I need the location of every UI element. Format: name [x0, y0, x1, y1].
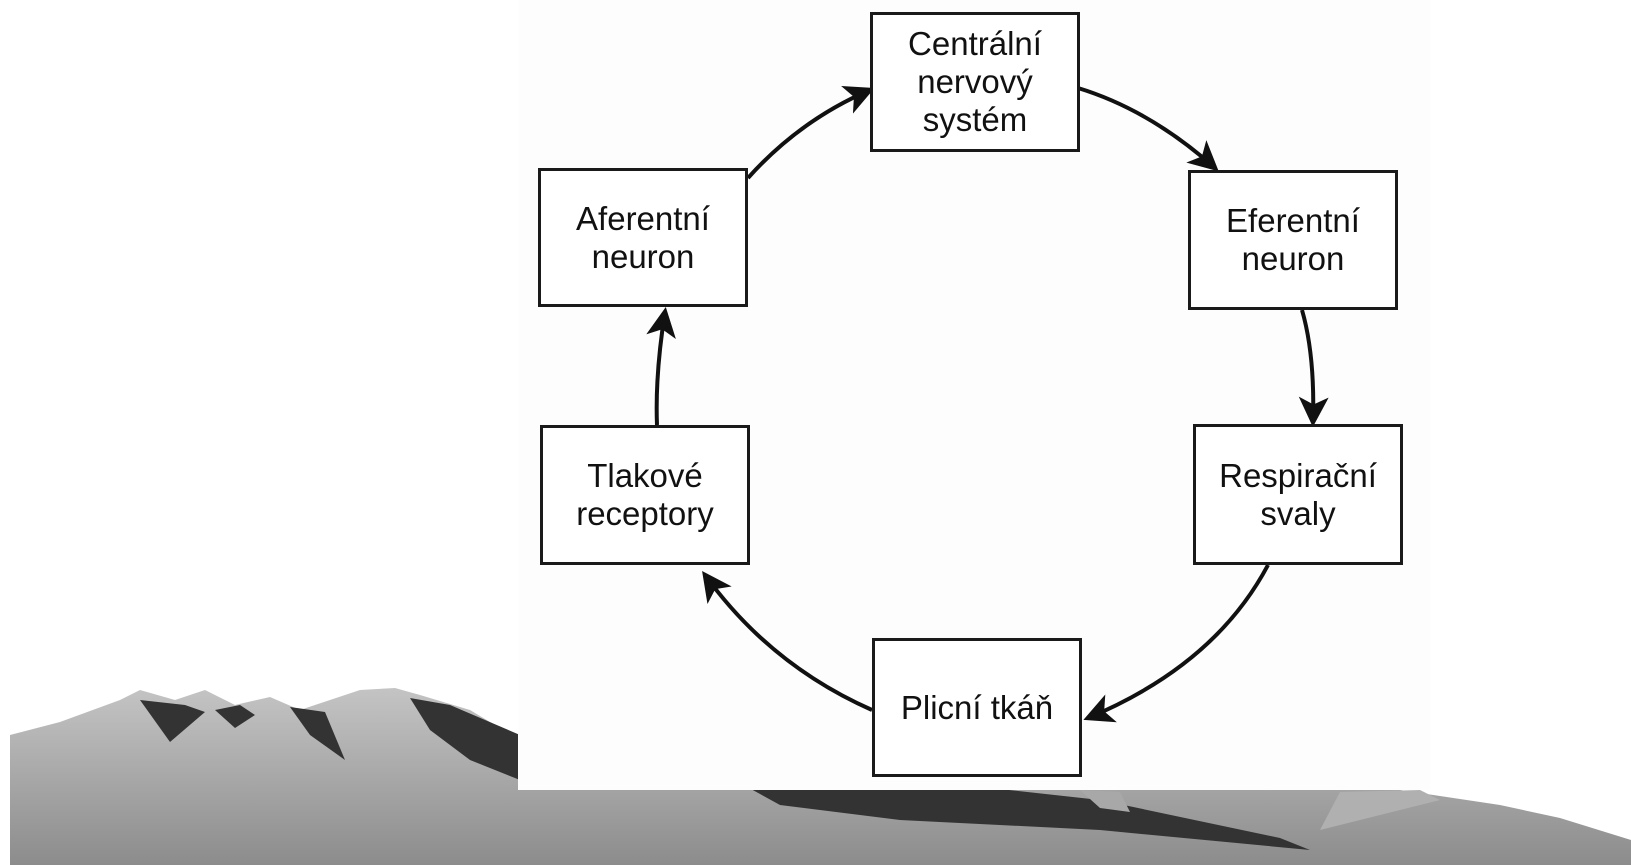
arrow-efferent-to-muscles [1298, 309, 1329, 427]
node-label: Plicní tkáň [900, 688, 1054, 726]
arrow-afferent-to-cns [746, 86, 875, 180]
node-respiratory-muscles: Respirační svaly [1193, 424, 1403, 565]
node-label: Tlakové receptory [576, 457, 714, 532]
arrow-muscles-to-lung [1083, 564, 1270, 723]
arrow-receptors-to-afferent [646, 307, 676, 426]
node-label: Aferentní neuron [576, 199, 710, 275]
node-pressure-receptors: Tlakové receptory [540, 425, 750, 565]
node-label: Respirační svaly [1219, 456, 1377, 532]
node-afferent-neuron: Aferentní neuron [538, 168, 748, 307]
node-lung-tissue: Plicní tkáň [872, 638, 1082, 777]
arrow-cns-to-efferent [1077, 86, 1219, 172]
node-label: Eferentní neuron [1226, 202, 1360, 277]
node-label: Centrální nervový systém [908, 25, 1042, 138]
arrow-lung-to-receptors [702, 570, 873, 712]
node-efferent-neuron: Eferentní neuron [1188, 170, 1398, 310]
node-central-nervous-system: Centrální nervový systém [870, 12, 1080, 152]
